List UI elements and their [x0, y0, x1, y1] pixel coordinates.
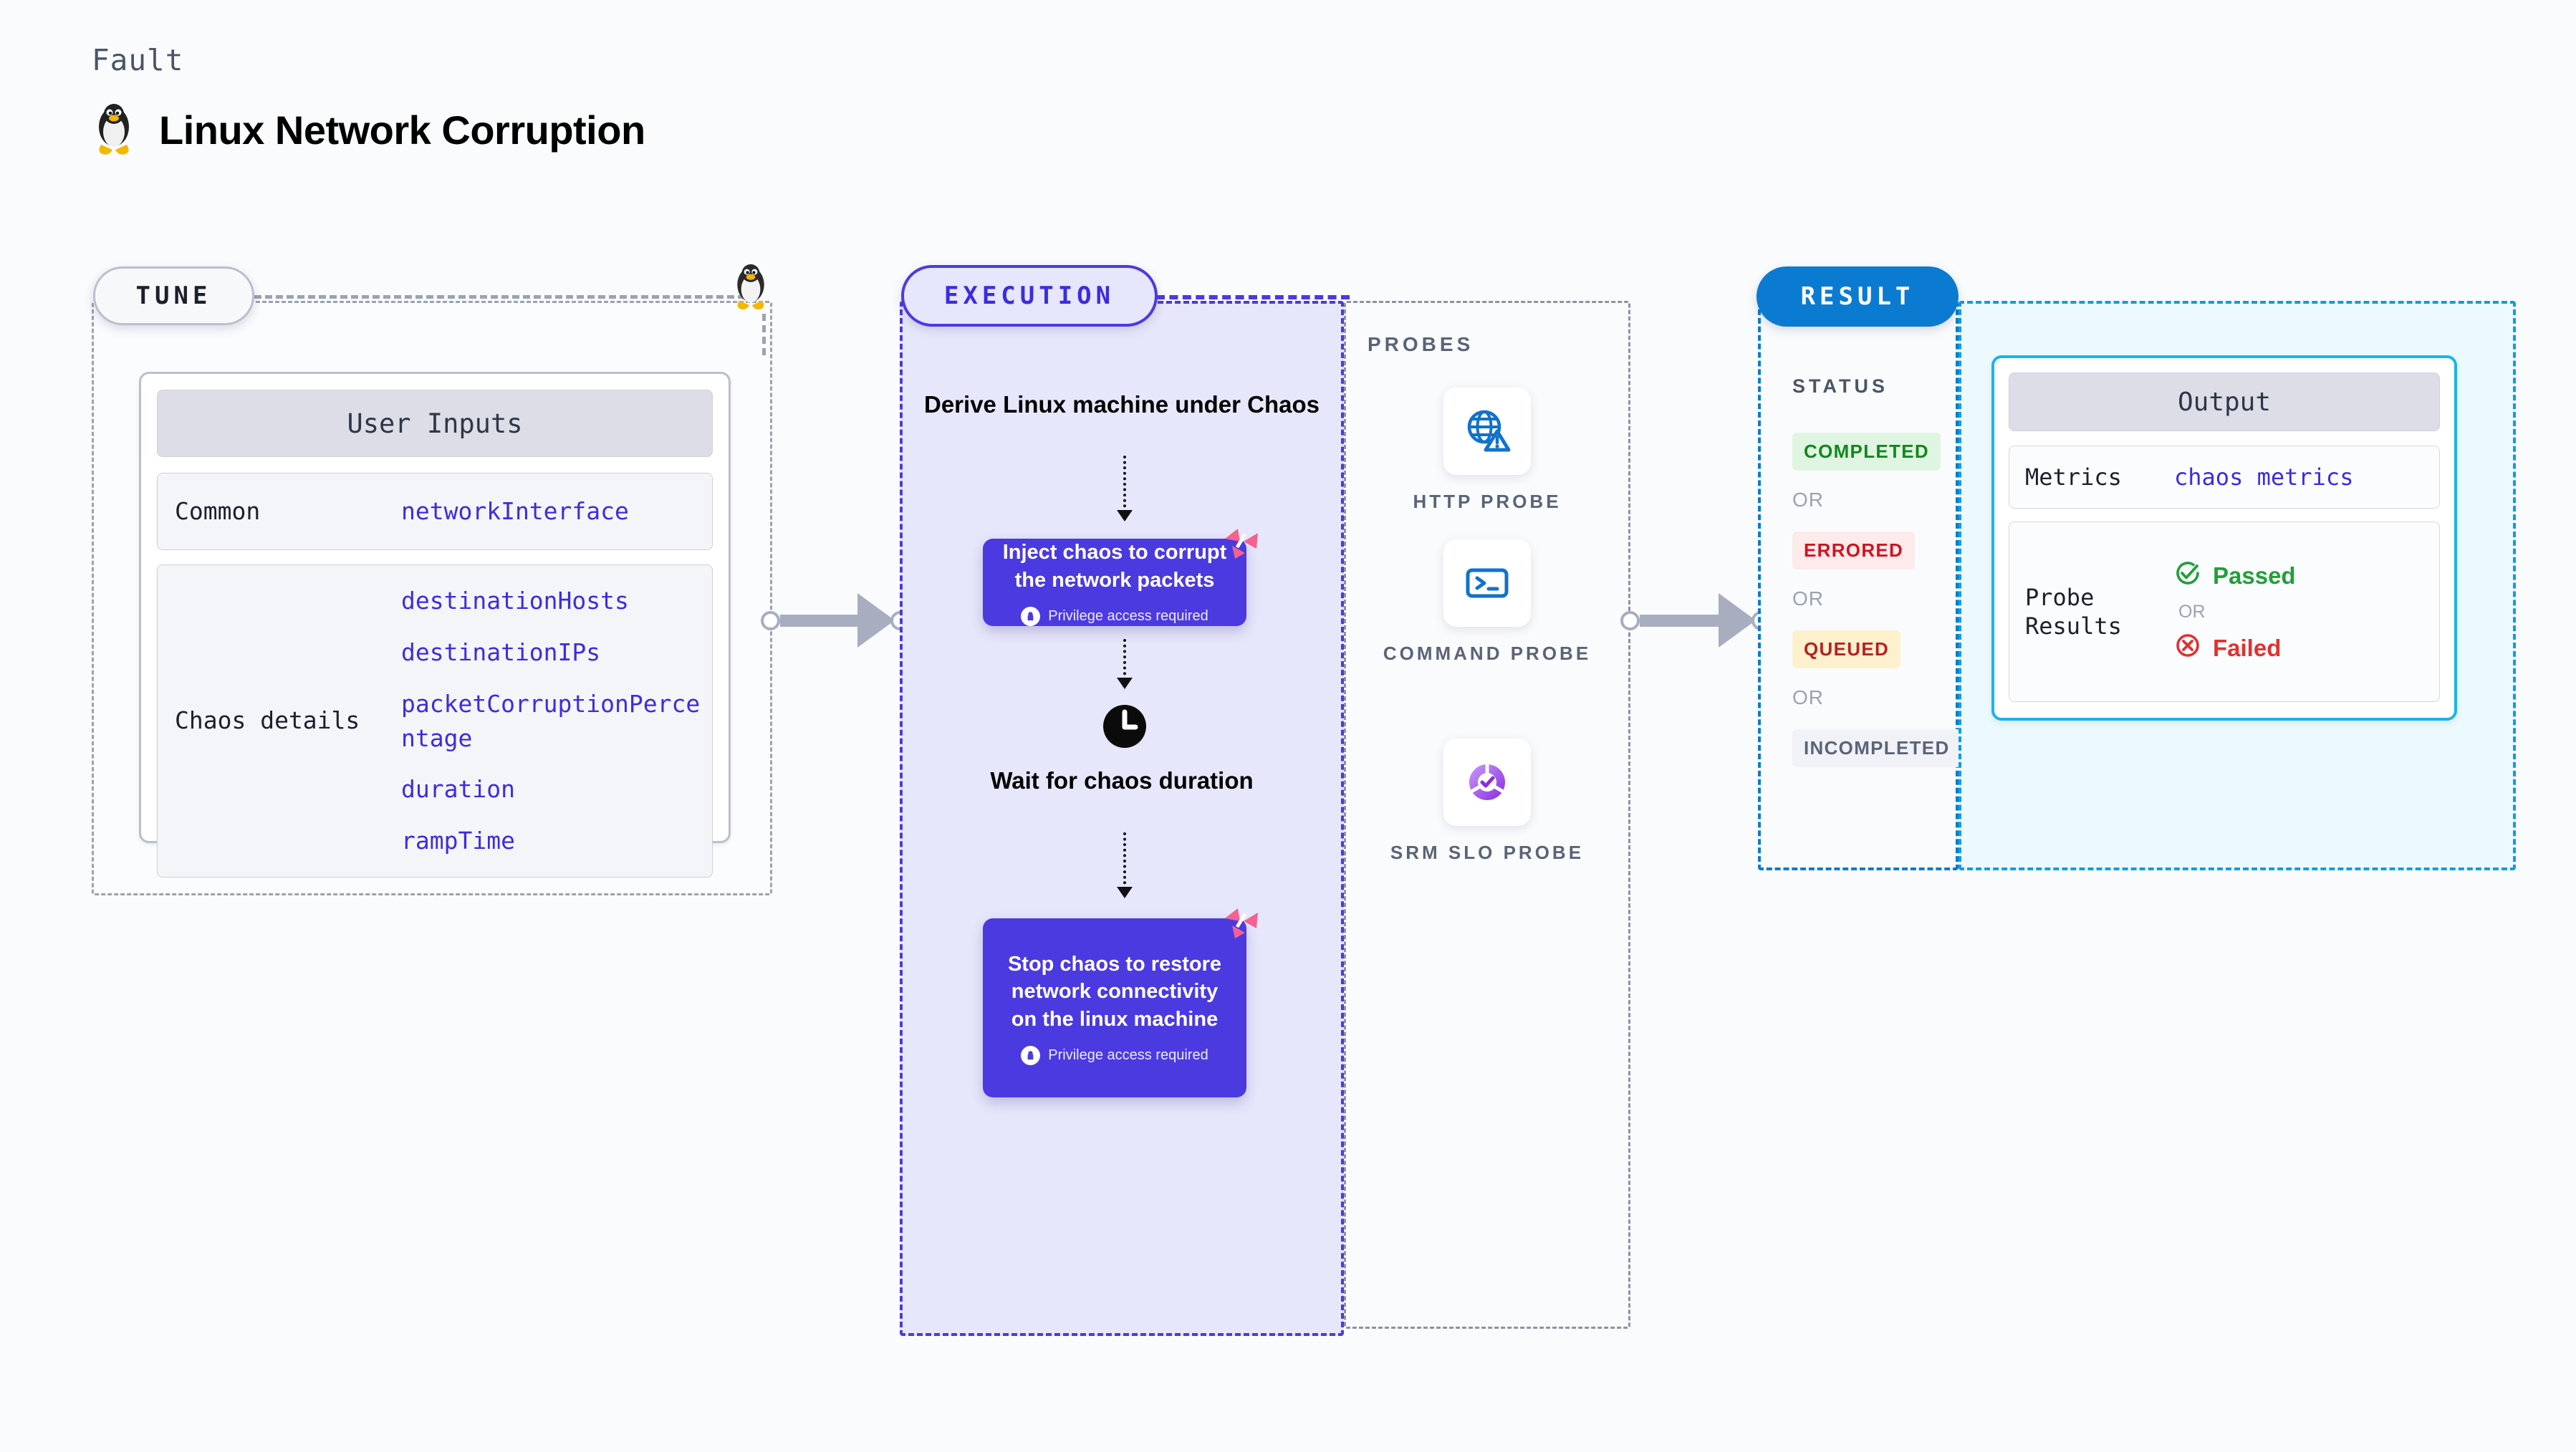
flow-arrowhead	[1117, 887, 1133, 898]
status-or: OR	[1792, 686, 1824, 708]
privilege-note: Privilege access required	[1021, 1046, 1208, 1066]
probe-item-command[interactable]: COMMAND PROBE	[1346, 539, 1628, 666]
probes-panel: PROBES HTTP PROBE COMMAND PROBE	[1344, 301, 1630, 1329]
terminal-icon	[1443, 539, 1531, 627]
input-param[interactable]: duration	[401, 775, 515, 804]
tune-panel: User Inputs Common networkInterface Chao…	[92, 301, 772, 895]
input-param[interactable]: destinationIPs	[401, 638, 601, 666]
output-card: Output Metrics chaos metrics Probe Resul…	[1991, 355, 2457, 721]
connector-probes-to-result	[1620, 593, 1771, 648]
page-title: Linux Network Corruption	[159, 107, 645, 153]
linux-penguin-icon	[92, 103, 136, 156]
execution-stage-pill[interactable]: EXECUTION	[901, 265, 1158, 327]
harness-logo-icon	[1221, 523, 1262, 568]
status-or: OR	[1792, 587, 1824, 610]
check-circle-icon	[2174, 559, 2201, 592]
result-panel: STATUS COMPLETED OR ERRORED OR QUEUED OR…	[1758, 301, 1961, 870]
input-param[interactable]: destinationHosts	[401, 587, 629, 615]
privilege-note-label: Privilege access required	[1048, 608, 1208, 625]
connector-endpoint	[1620, 610, 1640, 630]
row-key: Common	[175, 496, 261, 525]
failed-label: Failed	[2213, 634, 2282, 661]
connector-line	[780, 614, 857, 627]
probe-result-failed: Failed	[2174, 632, 2296, 665]
x-circle-icon	[2174, 632, 2201, 665]
status-badge-errored: ERRORED	[1792, 532, 1916, 569]
user-input-row-common: Common networkInterface	[157, 473, 713, 550]
probe-name: HTTP PROBE	[1413, 491, 1562, 512]
lock-icon	[1021, 1046, 1041, 1066]
flow-arrowhead	[1117, 678, 1133, 689]
status-or: OR	[1792, 489, 1824, 511]
probe-result-or: OR	[2178, 601, 2206, 622]
input-param[interactable]: rampTime	[401, 827, 515, 855]
passed-label: Passed	[2213, 562, 2296, 589]
row-value[interactable]: chaos metrics	[2174, 463, 2354, 491]
output-title: Output	[2009, 372, 2440, 431]
privilege-note: Privilege access required	[1021, 607, 1208, 627]
connector-line	[1640, 614, 1719, 627]
connector-arrowhead	[857, 593, 895, 648]
status-badge-queued: QUEUED	[1792, 630, 1901, 668]
probe-result-passed: Passed	[2174, 559, 2296, 592]
connector-endpoint	[761, 610, 780, 630]
row-key: Metrics	[2025, 463, 2122, 491]
user-inputs-card: User Inputs Common networkInterface Chao…	[139, 372, 731, 878]
probes-label: PROBES	[1368, 333, 1474, 355]
connector-tune-to-execution	[761, 593, 910, 648]
page-header: Fault Linux Network Corruption	[92, 43, 645, 156]
execution-inject-chaos-box[interactable]: Inject chaos to corrupt the network pack…	[983, 529, 1258, 627]
flow-dashed-line	[1123, 832, 1126, 890]
probe-item-http[interactable]: HTTP PROBE	[1346, 388, 1628, 514]
probe-result-values: Passed OR Failed	[2174, 559, 2296, 665]
status-label: STATUS	[1792, 375, 1888, 397]
execution-stop-chaos-box[interactable]: Stop chaos to restore network connectivi…	[983, 908, 1258, 1097]
user-input-row-chaos-details: Chaos details destinationHosts destinati…	[157, 564, 713, 878]
tune-dashed-connector	[254, 295, 756, 299]
input-param[interactable]: packetCorruptionPercentage	[401, 689, 701, 752]
status-badge-incompleted: INCOMPLETED	[1792, 729, 1961, 767]
execution-step-wait: Wait for chaos duration	[990, 767, 1254, 794]
clock-icon	[1097, 699, 1152, 757]
output-row-probe-results: Probe Results Passed OR	[2009, 521, 2440, 702]
flow-dashed-line	[1123, 456, 1126, 513]
privilege-note-label: Privilege access required	[1048, 1047, 1208, 1064]
execution-step-derive: Derive Linux machine under Chaos	[924, 391, 1320, 418]
row-key: Probe Results	[2025, 584, 2122, 640]
probe-name: SRM SLO PROBE	[1390, 842, 1585, 863]
probe-name: COMMAND PROBE	[1383, 643, 1592, 664]
connector-arrowhead	[1719, 593, 1756, 648]
row-values: destinationHosts destinationIPs packetCo…	[401, 584, 702, 858]
flow-dashed-line	[1123, 639, 1126, 681]
output-row-metrics: Metrics chaos metrics	[2009, 446, 2440, 509]
execution-dashed-connector	[1156, 295, 1350, 299]
box-label: Inject chaos to corrupt the network pack…	[1002, 540, 1227, 592]
page-eyebrow: Fault	[92, 43, 184, 77]
harness-logo-icon	[1221, 903, 1262, 948]
execution-panel: Derive Linux machine under Chaos Inject …	[900, 301, 1344, 1336]
slo-check-icon	[1443, 739, 1531, 826]
flow-arrowhead	[1117, 510, 1133, 521]
page-title-row: Linux Network Corruption	[92, 103, 645, 156]
status-badge-completed: COMPLETED	[1792, 433, 1941, 471]
output-panel: Output Metrics chaos metrics Probe Resul…	[1959, 301, 2516, 870]
tune-stage-pill[interactable]: TUNE	[93, 266, 254, 325]
user-inputs-title: User Inputs	[157, 390, 713, 457]
input-param[interactable]: networkInterface	[401, 497, 629, 526]
result-stage-pill[interactable]: RESULT	[1756, 266, 1959, 327]
tune-dashed-connector-down	[762, 314, 766, 355]
linux-penguin-icon	[731, 264, 771, 314]
box-label: Stop chaos to restore network connectivi…	[1007, 952, 1222, 1031]
row-key: Chaos details	[175, 706, 360, 735]
probe-item-srm-slo[interactable]: SRM SLO PROBE	[1346, 739, 1628, 865]
globe-warning-icon	[1443, 388, 1531, 475]
lock-icon	[1021, 607, 1041, 627]
row-values: networkInterface	[401, 494, 702, 529]
